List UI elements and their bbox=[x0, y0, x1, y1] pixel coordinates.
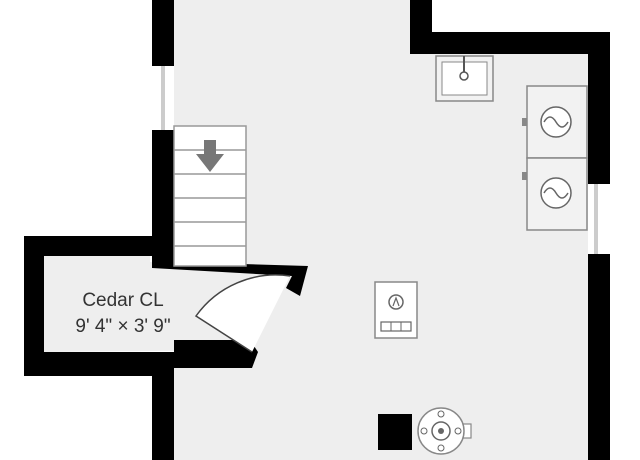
walls bbox=[24, 0, 610, 460]
wall-left-mid bbox=[152, 130, 174, 240]
washer-icon bbox=[522, 85, 588, 159]
stairs bbox=[173, 125, 247, 267]
wall-right-lower bbox=[588, 254, 610, 460]
utility-sink-icon bbox=[435, 55, 494, 102]
door-swing-icon bbox=[194, 274, 291, 353]
water-heater-icon bbox=[417, 407, 472, 455]
wall-right-upper bbox=[588, 32, 610, 184]
main-room-floor bbox=[174, 0, 588, 460]
wall-left-window-frame bbox=[161, 66, 165, 130]
room-name-cedar-closet: Cedar CL bbox=[82, 290, 164, 311]
wall-top-right bbox=[410, 32, 610, 54]
utility-block bbox=[378, 414, 412, 450]
furnace-icon bbox=[374, 281, 418, 339]
wall-closet-door-jamb bbox=[174, 340, 258, 368]
wall-left-lower bbox=[152, 368, 174, 460]
wall-closet-left bbox=[24, 236, 44, 376]
dryer-icon bbox=[522, 157, 588, 231]
wall-left-upper bbox=[152, 0, 174, 66]
room-dimensions-cedar-closet: 9' 4" × 3' 9" bbox=[75, 316, 171, 337]
stairs-arrow-icon bbox=[196, 140, 224, 172]
wall-closet-top bbox=[24, 236, 308, 296]
wall-right-window-frame bbox=[594, 184, 598, 254]
wall-closet-bottom bbox=[24, 352, 174, 376]
